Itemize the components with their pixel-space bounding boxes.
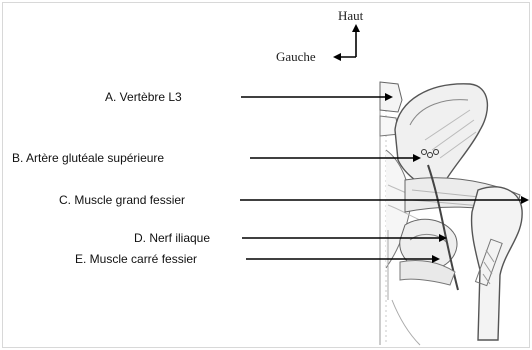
label-c: C. Muscle grand fessier [59, 193, 185, 207]
left-label: Gauche [276, 49, 316, 65]
orientation-arrows [333, 24, 360, 61]
up-label: Haut [338, 8, 363, 24]
label-b: B. Artère glutéale supérieure [12, 151, 164, 165]
label-e: E. Muscle carré fessier [75, 252, 197, 266]
label-a: A. Vertèbre L3 [105, 90, 182, 104]
label-d: D. Nerf iliaque [134, 231, 210, 245]
